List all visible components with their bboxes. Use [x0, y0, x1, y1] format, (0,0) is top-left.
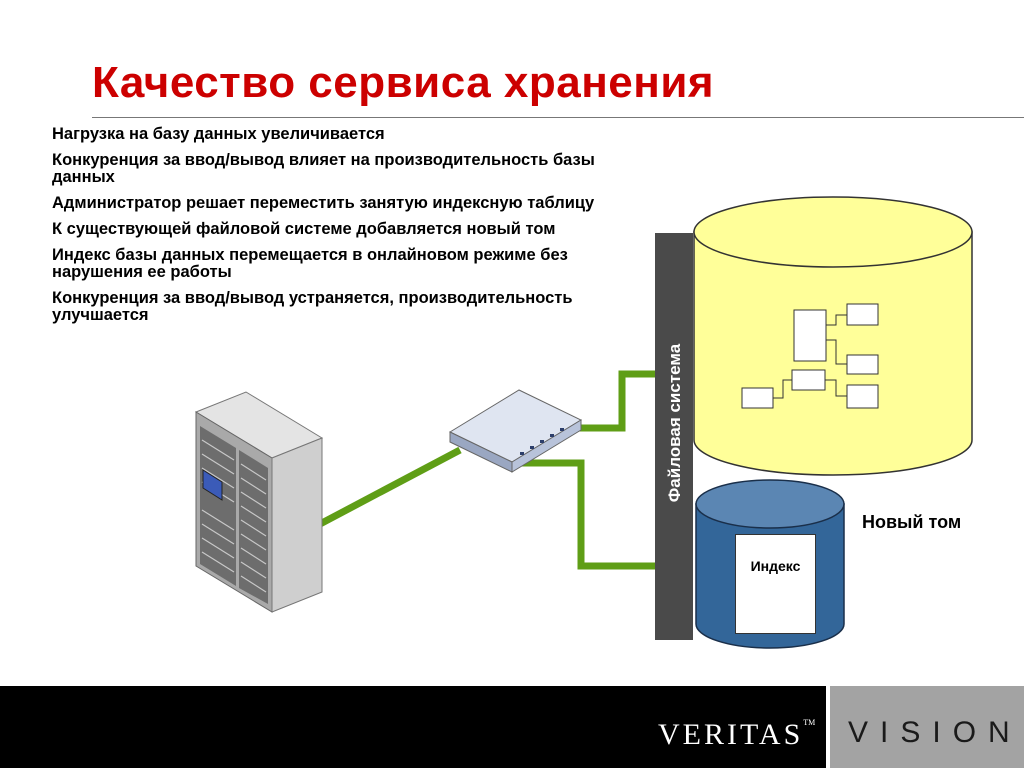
switch-to-new-volume-link	[513, 459, 658, 570]
bullet-item: Нагрузка на базу данных увеличивается	[52, 125, 385, 143]
footer-bar: VERITASTM VISION	[0, 686, 1024, 768]
server-to-switch-link	[318, 446, 462, 528]
footer-right-panel: VISION	[830, 686, 1024, 768]
footer-left-panel: VERITASTM	[0, 686, 826, 768]
network-switch-icon	[448, 389, 583, 473]
slide-title: Качество сервиса хранения	[92, 58, 715, 107]
bullet-item: К существующей файловой системе добавляе…	[52, 220, 556, 238]
veritas-logo: VERITASTM	[658, 718, 815, 752]
server-rack-icon	[194, 391, 324, 613]
footer-separator	[826, 686, 830, 768]
vision-logo: VISION	[848, 716, 1022, 749]
trademark-mark: TM	[803, 718, 816, 727]
network-links	[318, 370, 658, 570]
switch-to-existing-volume-link	[575, 370, 658, 432]
existing-volume-icon	[693, 196, 973, 476]
bullet-item: Администратор решает переместить занятую…	[52, 194, 595, 212]
bullet-item: Индекс базы данных перемещается в онлайн…	[52, 246, 568, 281]
storage-diagram: Файловая система	[194, 196, 973, 649]
bullet-list: Нагрузка на базу данных увеличивается Ко…	[52, 126, 632, 333]
veritas-logo-text: VERITAS	[658, 718, 804, 751]
file-system-bar: Файловая система	[655, 233, 693, 640]
database-schema-diagram	[741, 303, 879, 409]
bullet-item: Конкуренция за ввод/вывод устраняется, п…	[52, 289, 573, 324]
index-label: Индекс	[750, 558, 801, 574]
bullet-item: Конкуренция за ввод/вывод влияет на прои…	[52, 151, 595, 186]
index-card: Индекс	[735, 534, 816, 634]
new-volume-label: Новый том	[862, 512, 962, 532]
title-rule	[92, 117, 1024, 118]
file-system-label: Файловая система	[665, 343, 684, 502]
